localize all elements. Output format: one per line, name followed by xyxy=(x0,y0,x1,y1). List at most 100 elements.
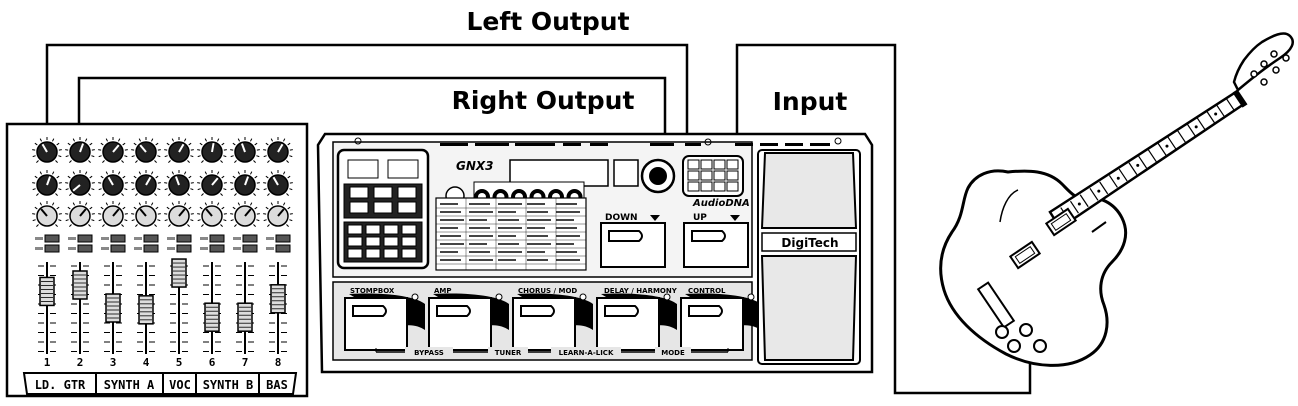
brand-logo: DigiTech xyxy=(781,236,838,250)
channel-fader[interactable] xyxy=(271,285,285,313)
transport-button[interactable] xyxy=(398,187,416,198)
solo-button[interactable] xyxy=(276,245,290,252)
track-label: LD. GTR xyxy=(35,378,86,392)
footswitch-label: STOMPBOX xyxy=(350,287,395,295)
selector-button[interactable] xyxy=(714,171,725,180)
selector-button[interactable] xyxy=(727,160,738,169)
footswitch-number: 5 xyxy=(747,312,757,328)
channel-fader[interactable] xyxy=(139,296,153,324)
selector-button[interactable] xyxy=(727,182,738,191)
audio-dna-badge: AudioDNA xyxy=(692,198,750,209)
mode-strip: BYPASS TUNER LEARN-A-LICK MODE xyxy=(376,347,728,357)
channel-number: 8 xyxy=(275,356,282,369)
transport-button[interactable] xyxy=(398,202,416,213)
mute-button[interactable] xyxy=(45,235,59,242)
mute-button[interactable] xyxy=(144,235,158,242)
selector-button[interactable] xyxy=(714,160,725,169)
footswitch-number: 4 xyxy=(663,312,673,328)
footswitch-row xyxy=(345,293,761,350)
solo-button[interactable] xyxy=(243,245,257,252)
track-label-strip: LD. GTR SYNTH A VOC SYNTH B BAS xyxy=(24,373,296,394)
keypad-button[interactable] xyxy=(384,225,398,234)
input-label: Input xyxy=(773,87,848,116)
right-output-label: Right Output xyxy=(452,86,635,115)
channel-number: 4 xyxy=(143,356,150,369)
channel-fader[interactable] xyxy=(73,271,87,299)
down-label: DOWN xyxy=(605,213,638,223)
solo-button[interactable] xyxy=(111,245,125,252)
transport-button[interactable] xyxy=(374,202,392,213)
keypad-button[interactable] xyxy=(348,225,362,234)
gnx3-processor: GNX3 AudioDNA DOWN UP xyxy=(318,134,872,372)
channel-fader[interactable] xyxy=(238,303,252,331)
channel-number: 2 xyxy=(77,356,84,369)
keypad-button[interactable] xyxy=(366,249,380,258)
keypad-button[interactable] xyxy=(402,237,416,246)
mute-button[interactable] xyxy=(210,235,224,242)
footswitch-number: 3 xyxy=(579,312,589,328)
effects-matrix xyxy=(436,198,586,270)
mixer-body xyxy=(7,124,307,396)
mute-button[interactable] xyxy=(78,235,92,242)
channel-fader[interactable] xyxy=(205,303,219,331)
channel-fader[interactable] xyxy=(106,294,120,322)
keypad-button[interactable] xyxy=(348,249,362,258)
expression-pedal[interactable]: DigiTech xyxy=(758,150,860,364)
solo-button[interactable] xyxy=(177,245,191,252)
solo-button[interactable] xyxy=(78,245,92,252)
mute-button[interactable] xyxy=(243,235,257,242)
selector-button[interactable] xyxy=(701,160,712,169)
selector-button[interactable] xyxy=(727,171,738,180)
solo-button[interactable] xyxy=(144,245,158,252)
mute-button[interactable] xyxy=(111,235,125,242)
footswitch-label: DELAY / HARMONY xyxy=(604,287,678,295)
selector-button[interactable] xyxy=(688,160,699,169)
track-label: VOC xyxy=(169,378,191,392)
solo-button[interactable] xyxy=(210,245,224,252)
selector-button[interactable] xyxy=(701,182,712,191)
track-label: SYNTH B xyxy=(203,378,254,392)
mode-label: LEARN-A-LICK xyxy=(559,349,614,357)
transport-button[interactable] xyxy=(350,187,368,198)
keypad-button[interactable] xyxy=(348,237,362,246)
selector-button[interactable] xyxy=(701,171,712,180)
channel-fader[interactable] xyxy=(40,277,54,305)
solo-button[interactable] xyxy=(45,245,59,252)
selector-button[interactable] xyxy=(688,171,699,180)
selector-button[interactable] xyxy=(714,182,725,191)
keypad-button[interactable] xyxy=(384,237,398,246)
mode-label: MODE xyxy=(661,349,685,357)
mute-button[interactable] xyxy=(177,235,191,242)
mode-label: BYPASS xyxy=(414,349,444,357)
up-label: UP xyxy=(693,213,707,223)
channel-fader[interactable] xyxy=(172,259,186,287)
mode-label: TUNER xyxy=(495,349,522,357)
footswitch-label: AMP xyxy=(434,287,452,295)
mute-button[interactable] xyxy=(276,235,290,242)
channel-number: 7 xyxy=(242,356,249,369)
keypad-button[interactable] xyxy=(402,225,416,234)
transport-button[interactable] xyxy=(350,202,368,213)
guitar-neck xyxy=(1050,92,1244,228)
keypad-button[interactable] xyxy=(366,237,380,246)
track-label: BAS xyxy=(266,378,288,392)
keypad-button[interactable] xyxy=(384,249,398,258)
track-label: SYNTH A xyxy=(104,378,155,392)
footswitch-number: 1 xyxy=(411,312,421,328)
channel-number: 6 xyxy=(209,356,216,369)
up-footswitch[interactable] xyxy=(684,223,748,267)
keypad-button[interactable] xyxy=(402,249,416,258)
channel-number: 1 xyxy=(44,356,51,369)
transport-button[interactable] xyxy=(374,187,392,198)
recorder-section xyxy=(338,150,428,268)
channel-number: 3 xyxy=(110,356,117,369)
footswitch-label: CHORUS / MOD xyxy=(518,287,577,295)
channel-number: 5 xyxy=(176,356,183,369)
processor-model: GNX3 xyxy=(456,159,494,173)
electric-guitar xyxy=(941,34,1293,366)
footswitch-label: CONTROL xyxy=(688,287,726,295)
selector-button[interactable] xyxy=(688,182,699,191)
keypad-button[interactable] xyxy=(366,225,380,234)
down-footswitch[interactable] xyxy=(601,223,665,267)
